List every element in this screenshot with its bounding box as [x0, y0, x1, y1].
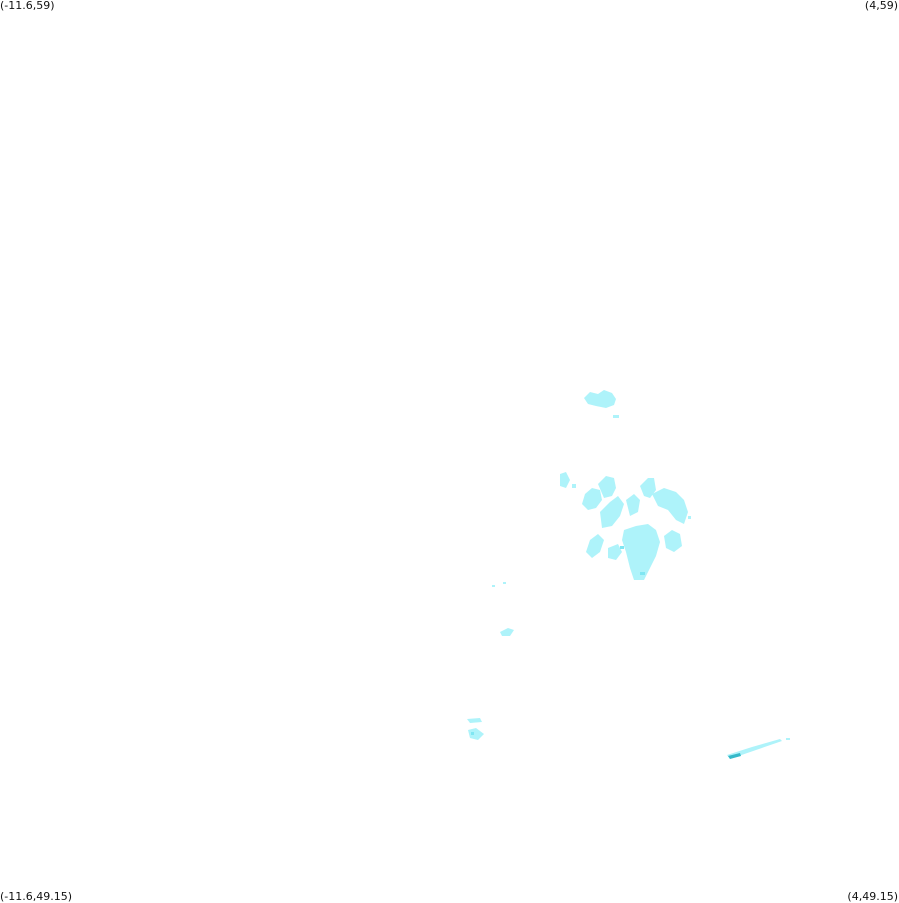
- cluster-main: [560, 472, 691, 580]
- islets-south: [467, 718, 484, 740]
- islets-south-shading: [471, 732, 474, 735]
- corner-label-top-right: (4,59): [864, 0, 898, 12]
- cluster-main-shading: [620, 546, 645, 575]
- corner-label-bottom-left: (-11.6,49.15): [0, 890, 73, 903]
- corner-label-bottom-right: (4,49.15): [847, 890, 898, 903]
- spit-southeast: [727, 738, 790, 759]
- corner-label-top-left: (-11.6,59): [0, 0, 55, 12]
- cluster-north: [584, 390, 619, 418]
- islets-west: [492, 582, 514, 636]
